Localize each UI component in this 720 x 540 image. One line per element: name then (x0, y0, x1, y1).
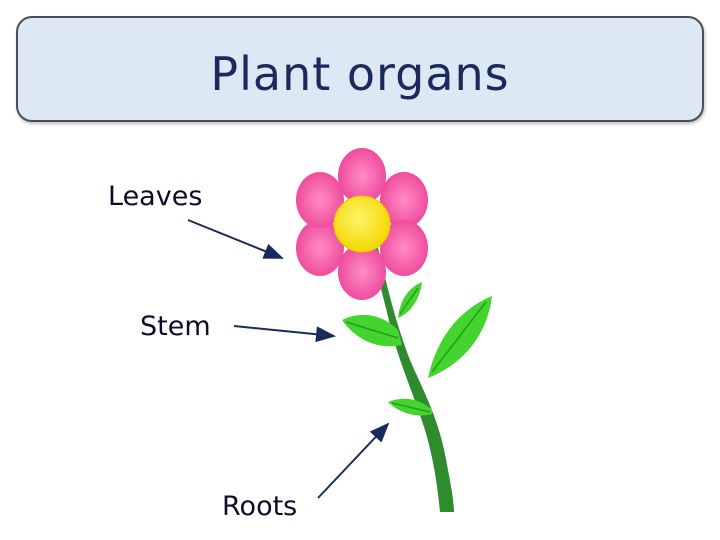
leaf-right-large-vein (431, 301, 487, 373)
roots-label: Roots (222, 491, 298, 522)
title-box (16, 16, 704, 122)
page-title: Plant organs (210, 47, 510, 101)
leaves-arrow (187, 219, 284, 259)
stem-arrow (233, 325, 336, 343)
flower-center (333, 195, 391, 253)
leaf-lower-left-vein (391, 402, 431, 413)
petal (296, 172, 344, 228)
leaf-upper-right-small-vein (399, 287, 419, 315)
petal (380, 220, 428, 276)
petal (296, 220, 344, 276)
stem-label: Stem (140, 311, 211, 342)
stem (370, 248, 454, 512)
petal (338, 244, 386, 300)
flower-petals (296, 148, 428, 300)
leaf-left-vein (345, 321, 399, 339)
petal (380, 172, 428, 228)
roots-arrow (317, 422, 390, 499)
leaves-label: Leaves (108, 181, 203, 212)
petal (338, 148, 386, 204)
